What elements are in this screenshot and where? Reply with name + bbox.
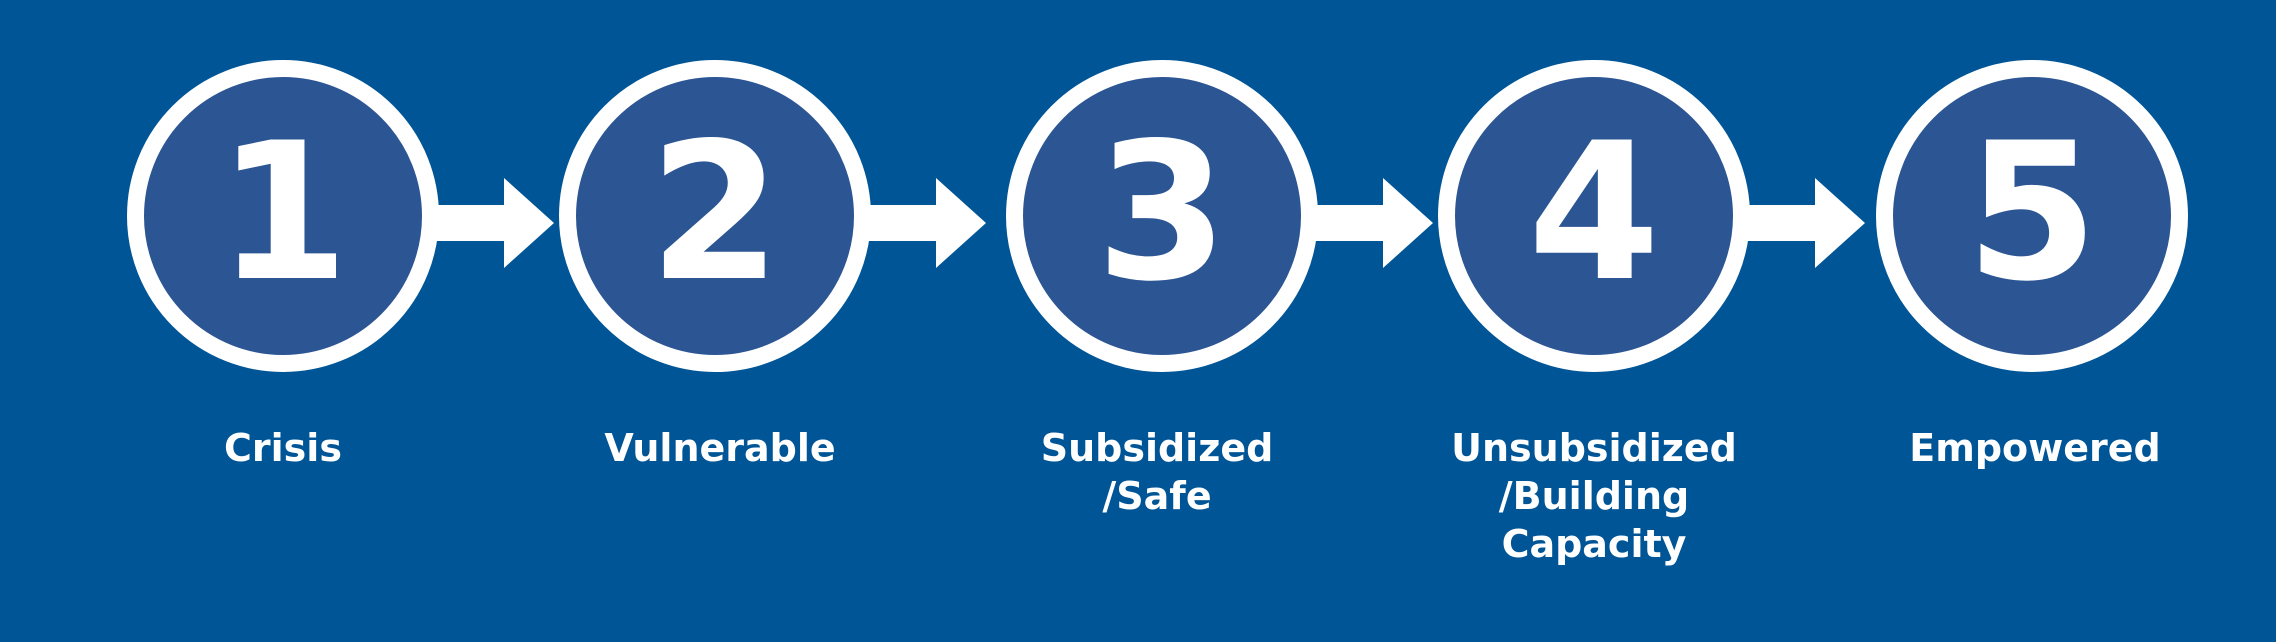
step-1-circle: 1 xyxy=(127,60,439,372)
right-arrow-icon xyxy=(866,178,986,268)
right-arrow-icon xyxy=(1313,178,1433,268)
step-5-circle: 5 xyxy=(1876,60,2188,372)
step-5-label: Empowered xyxy=(1909,426,2161,470)
step-4-number: 4 xyxy=(1527,102,1661,323)
step-4-circle: 4 xyxy=(1438,60,1750,372)
step-2-label: Vulnerable xyxy=(604,426,836,470)
step-1-number: 1 xyxy=(216,102,350,323)
step-5-number: 5 xyxy=(1965,102,2099,323)
right-arrow-icon xyxy=(434,178,554,268)
step-2-number: 2 xyxy=(648,102,782,323)
step-3-label: Subsidized /Safe xyxy=(1040,426,1274,518)
step-1-label: Crisis xyxy=(224,426,342,470)
step-2-circle: 2 xyxy=(559,60,871,372)
step-3-number: 3 xyxy=(1095,102,1229,323)
step-3-circle: 3 xyxy=(1006,60,1318,372)
step-4-label: Unsubsidized /Building Capacity xyxy=(1451,426,1737,566)
right-arrow-icon xyxy=(1745,178,1865,268)
